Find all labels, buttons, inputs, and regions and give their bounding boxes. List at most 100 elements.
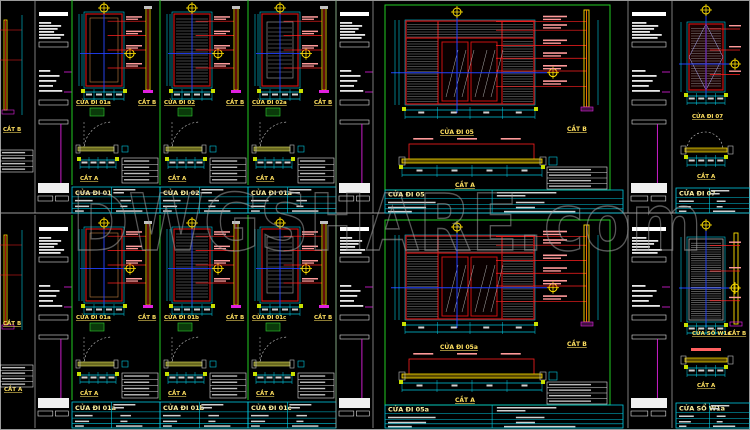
door-frame [405,235,535,320]
spec-table-text [212,179,238,181]
door-elevation-label: CỬA SỔ W1a [692,329,731,337]
title-block-text [208,420,216,423]
spec-table [297,157,335,184]
title-block-text [679,425,687,427]
spec-table-text [212,375,238,377]
callout-text [543,295,567,297]
annotation-text [340,25,363,27]
title-block: CỬA ĐI 05 [384,189,624,214]
callout-text [214,278,230,280]
callout-text [302,33,314,35]
title-block: CỬA ĐI 01c [247,401,337,429]
annotation-text [632,37,658,39]
spec-table-text [124,172,150,175]
dimension-node [684,155,688,159]
section-b-sill [143,305,153,308]
callout-text [126,278,142,280]
dimension-value [292,308,298,311]
door-swing-arc [171,121,201,151]
title-block-text [515,201,545,204]
callout-text [214,245,230,248]
annotation-text [340,90,364,92]
dimension-node [211,304,215,308]
dimension-node [724,365,728,369]
title-block-text [713,425,736,427]
callout-text [214,63,230,65]
dimension-node [541,380,545,384]
callout-text [543,257,561,259]
strip-box [630,410,649,417]
section-a-profile [165,146,203,152]
section-tag [209,360,217,368]
spec-table [121,372,159,399]
callout-text [729,70,741,72]
section-b-head [320,221,328,224]
grid-axis-marker-icon [300,262,312,275]
glass-leaf [470,41,498,102]
door-swing-arc [259,336,289,366]
title-block-name: CỬA ĐI 01b [163,402,205,412]
section-b-sill [319,305,329,308]
spec-table-text [549,394,591,397]
dimension-node [402,107,406,111]
title-block-text [716,415,726,417]
spec-table-text [124,394,150,396]
dimension-value [106,308,112,311]
spec-table-text [2,377,26,380]
callout-text [543,27,561,29]
title-block-text [679,210,687,212]
dimension-value [184,93,190,96]
door-elevation-label: CỬA ĐI 05 [440,128,474,136]
dimension-node [257,89,261,93]
dimension-value [96,308,102,311]
annotation-text [39,249,65,251]
section-b-label: CẮT B [138,313,156,321]
callout-text [126,280,138,282]
title-block-text [120,199,131,202]
strip-box [631,334,667,340]
glass-hatch [453,49,467,98]
dimension-node [684,323,688,327]
title-block-text [515,416,545,419]
grid-axis-marker-icon [212,47,224,60]
door-opening [404,19,536,106]
callout-text [126,47,138,49]
dimension-value [282,308,288,311]
callout-text [302,30,318,33]
dimension-node [123,304,127,308]
jamb [75,144,81,154]
title-block-text [710,408,720,410]
callout-text [214,16,230,18]
title-block-text [289,189,312,191]
dimension-node [684,365,688,369]
title-block-text [163,420,178,423]
section-a-profile [253,146,291,152]
title-block-text [251,425,260,427]
title-block-text [163,210,172,212]
dimension-value [717,159,724,162]
title-block-text [296,199,307,202]
dimension-node [534,322,538,326]
title-block-text [292,210,319,212]
title-block-text [679,415,694,417]
strip-box [356,410,370,417]
callout-text [413,138,434,140]
strip-header [39,227,68,231]
strip-box [38,41,69,48]
glass-hatch [445,49,459,98]
dimension-value [257,376,264,379]
callout-text [729,296,741,299]
dimension-value [521,169,528,172]
callout-text [214,47,226,49]
title-block-text [251,199,269,202]
annotation-text [39,240,62,242]
spec-table [546,381,608,405]
dimension-node [211,89,215,93]
spec-table-text [2,383,26,385]
